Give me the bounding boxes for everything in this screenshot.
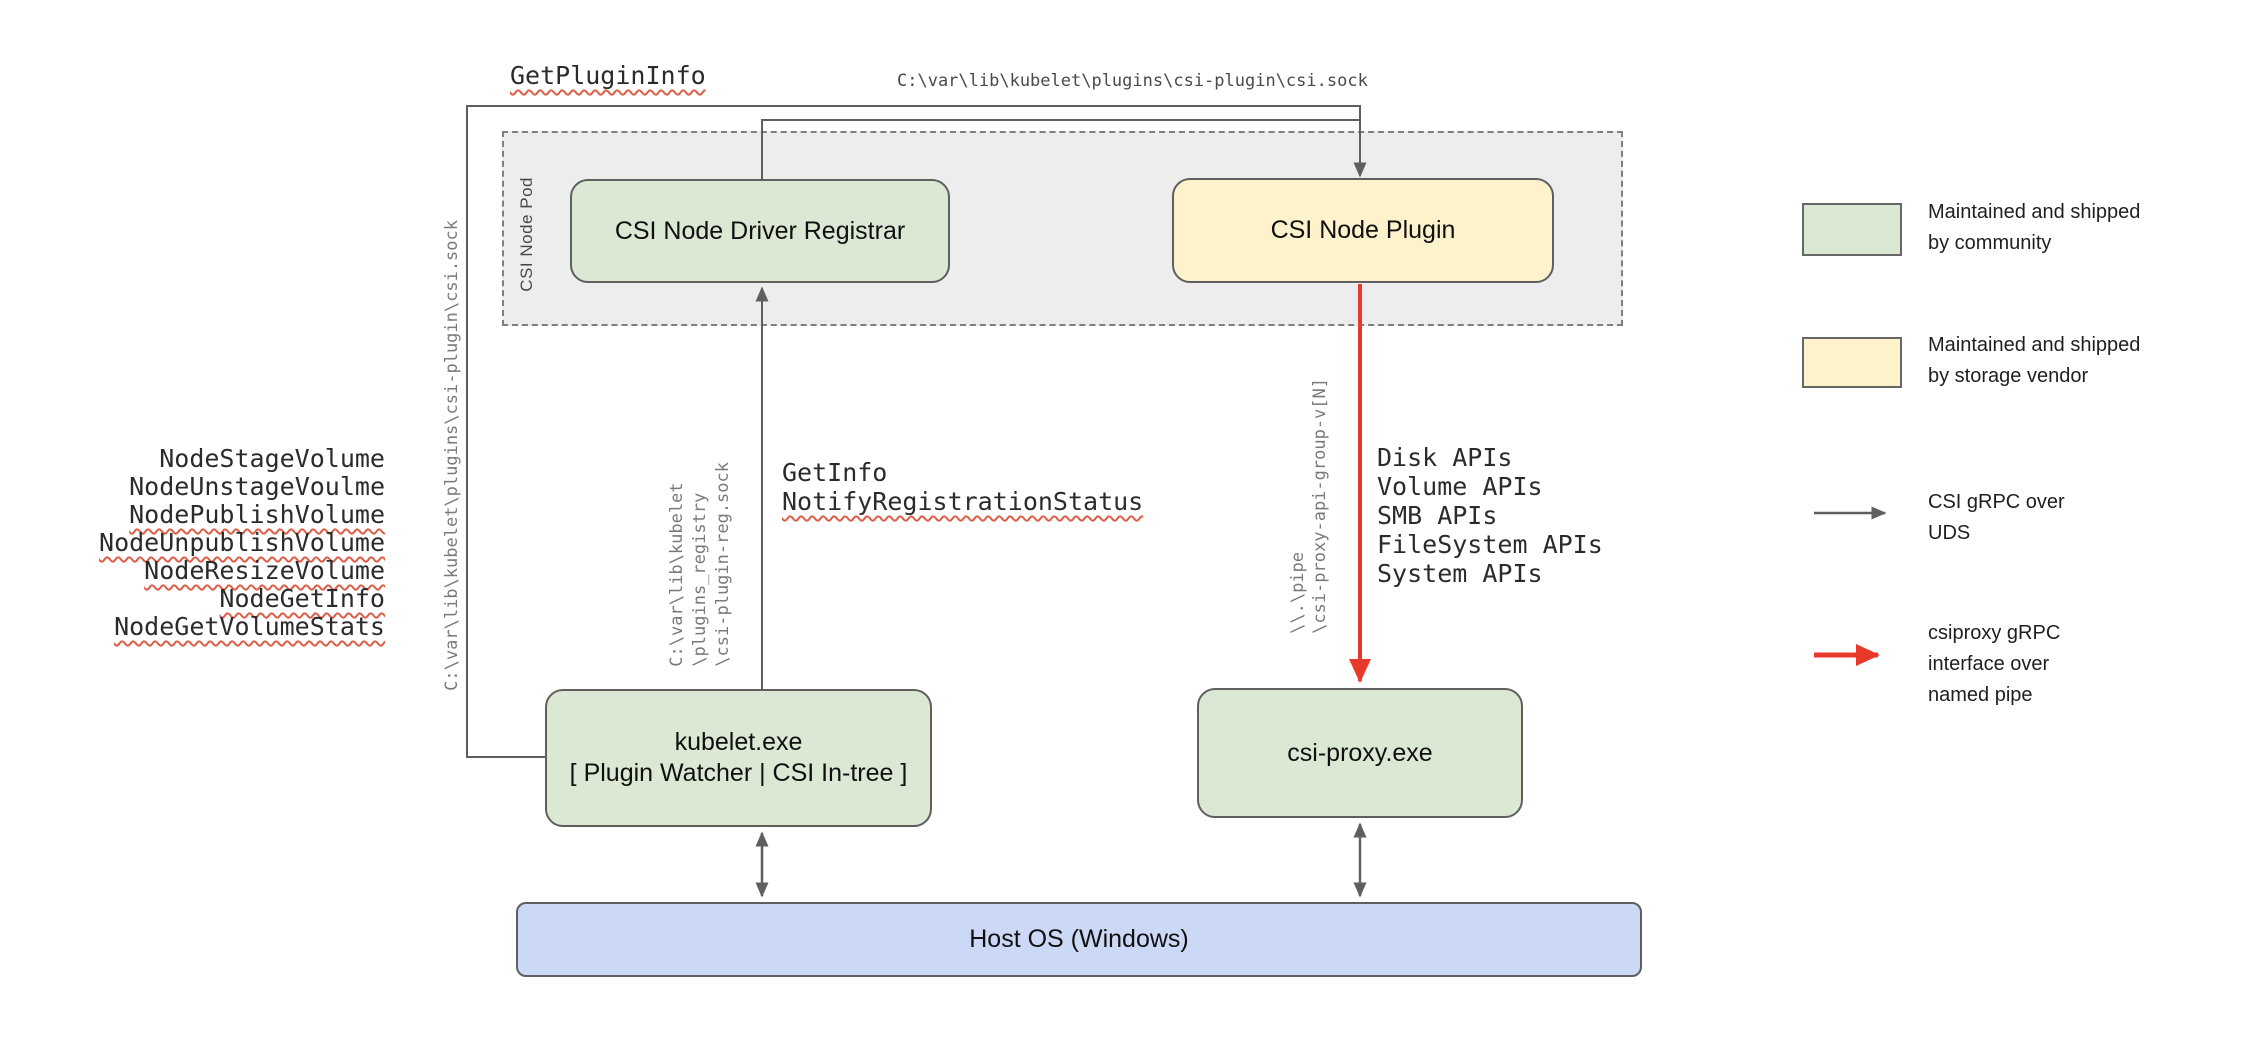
legend-community-line2: by community: [1928, 232, 2052, 254]
legend-vendor-text: Maintained and shipped by storage vendor: [1928, 330, 2140, 392]
legend-named-pipe-line1: csiproxy gRPC: [1928, 622, 2061, 644]
registration-sock-path-label: C:\var\lib\kubelet \plugins_registry \cs…: [666, 462, 735, 667]
csi-node-driver-registrar-label: CSI Node Driver Registrar: [614, 216, 906, 245]
host-os-label: Host OS (Windows): [969, 925, 1189, 953]
legend-uds-text: CSI gRPC over UDS: [1928, 487, 2065, 549]
node-method-item: NodeUnstageVoulme: [129, 472, 385, 501]
registration-methods-block: GetInfo NotifyRegistrationStatus: [782, 458, 1143, 516]
registration-sock-line: \csi-plugin-reg.sock: [713, 462, 733, 667]
named-pipe-line: \\.\pipe: [1288, 551, 1308, 634]
legend-named-pipe-line3: named pipe: [1928, 684, 2033, 706]
node-method-item: NodeUnpublishVolume: [99, 528, 385, 557]
csi-sock-path-left-label: C:\var\lib\kubelet\plugins\csi-plugin\cs…: [442, 220, 462, 691]
kubelet-label-line2: [ Plugin Watcher | CSI In-tree ]: [569, 759, 908, 787]
csi-proxy-box: csi-proxy.exe: [1197, 688, 1523, 818]
registration-sock-line: C:\var\lib\kubelet: [667, 482, 687, 667]
legend-swatch-vendor-yellow: [1802, 337, 1902, 388]
host-os-box: Host OS (Windows): [516, 902, 1642, 977]
proxy-api-item: Disk APIs: [1377, 443, 1513, 472]
node-method-item: NodePublishVolume: [129, 500, 385, 529]
legend-vendor-line1: Maintained and shipped: [1928, 334, 2141, 356]
csi-node-plugin-label: CSI Node Plugin: [1270, 216, 1456, 244]
node-method-item: NodeGetVolumeStats: [114, 612, 385, 641]
uds-line-kubelet-to-plugin: [466, 105, 1367, 758]
csi-node-driver-registrar-box: CSI Node Driver Registrar: [570, 179, 950, 283]
legend-vendor-line2: by storage vendor: [1928, 365, 2089, 387]
proxy-api-item: SMB APIs: [1377, 501, 1498, 530]
legend-named-pipe-text: csiproxy gRPC interface over named pipe: [1928, 618, 2060, 711]
notify-registration-status-label: NotifyRegistrationStatus: [782, 487, 1144, 516]
legend-uds-line1: CSI gRPC over: [1928, 491, 2065, 513]
proxy-api-item: System APIs: [1377, 559, 1543, 588]
kubelet-box: kubelet.exe [ Plugin Watcher | CSI In-tr…: [545, 689, 932, 827]
node-method-item: NodeResizeVolume: [144, 556, 385, 585]
legend-community-text: Maintained and shipped by community: [1928, 197, 2140, 259]
get-plugin-info-label: GetPluginInfo: [510, 61, 706, 90]
get-info-label: GetInfo: [782, 458, 888, 487]
legend-swatch-community-green: [1802, 203, 1902, 256]
csi-proxy-label: csi-proxy.exe: [1287, 738, 1433, 767]
node-method-item: NodeStageVolume: [159, 444, 385, 473]
registration-sock-line: \plugins_registry: [690, 492, 710, 667]
named-pipe-path-label: \\.\pipe \csi-proxy-api-group-v[N]: [1287, 378, 1331, 634]
kubelet-label-line1: kubelet.exe: [674, 728, 803, 756]
proxy-api-item: Volume APIs: [1377, 472, 1543, 501]
proxy-api-item: FileSystem APIs: [1377, 530, 1603, 559]
csi-node-pod-label: CSI Node Pod: [517, 177, 536, 292]
legend-uds-line2: UDS: [1928, 522, 1971, 544]
named-pipe-line: \csi-proxy-api-group-v[N]: [1310, 378, 1330, 634]
uds-line-registrar-to-plugin: [761, 119, 1359, 184]
csi-node-plugin-box: CSI Node Plugin: [1172, 178, 1554, 283]
legend-named-pipe-line2: interface over: [1928, 653, 2050, 675]
node-method-item: NodeGetInfo: [219, 584, 385, 613]
csi-sock-path-top-label: C:\var\lib\kubelet\plugins\csi-plugin\cs…: [897, 71, 1368, 91]
legend-community-line1: Maintained and shipped: [1928, 201, 2141, 223]
